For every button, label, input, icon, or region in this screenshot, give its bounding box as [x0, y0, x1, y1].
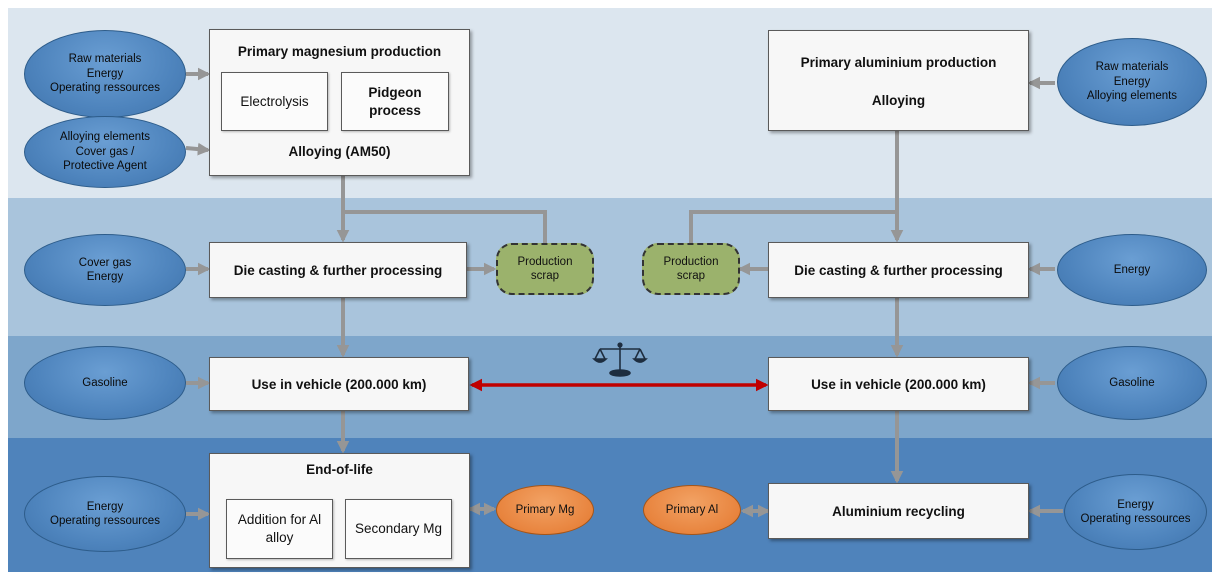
al-die-casting-box: Die casting & further processing — [768, 242, 1029, 298]
mg-primary-credit: Primary Mg — [496, 485, 594, 535]
input-mg-energy-eol-label: Energy Operating ressources — [50, 500, 160, 527]
input-al-raw-materials: Raw materials Energy Alloying elements — [1057, 38, 1207, 126]
mg-addition-al-alloy-label: Addition for Al alloy — [237, 512, 322, 545]
input-mg-cover-gas: Cover gas Energy — [24, 234, 186, 306]
al-alloying-label: Alloying — [871, 93, 926, 108]
mg-die-casting-box: Die casting & further processing — [209, 242, 467, 298]
mg-primary-production-title: Primary magnesium production — [237, 44, 442, 59]
mg-alloying-label: Alloying (AM50) — [288, 144, 391, 159]
mg-end-of-life-title: End-of-life — [306, 462, 373, 477]
input-mg-raw-materials: Raw materials Energy Operating ressource… — [24, 30, 186, 118]
input-al-energy: Energy — [1057, 234, 1207, 306]
al-primary-credit: Primary Al — [643, 485, 741, 535]
mg-primary-production-box: Primary magnesium production Electrolysi… — [209, 29, 470, 176]
al-use-in-vehicle-label: Use in vehicle (200.000 km) — [811, 376, 986, 392]
input-al-gasoline-label: Gasoline — [1109, 376, 1155, 389]
mg-electrolysis-label: Electrolysis — [240, 93, 309, 109]
input-mg-energy-eol: Energy Operating ressources — [24, 476, 186, 552]
mg-end-of-life-box: End-of-life Addition for Al alloy Second… — [209, 453, 470, 568]
input-mg-alloying-elements-label: Alloying elements Cover gas / Protective… — [59, 131, 151, 173]
mg-primary-credit-label: Primary Mg — [515, 504, 575, 516]
al-recycling-box: Aluminium recycling — [768, 483, 1029, 539]
al-die-casting-label: Die casting & further processing — [794, 262, 1003, 278]
al-production-scrap-label: Production scrap — [663, 255, 719, 282]
mg-use-in-vehicle-label: Use in vehicle (200.000 km) — [251, 376, 427, 392]
mg-use-in-vehicle-box: Use in vehicle (200.000 km) — [209, 357, 469, 411]
al-recycling-label: Aluminium recycling — [832, 503, 965, 519]
input-mg-alloying-elements: Alloying elements Cover gas / Protective… — [24, 116, 186, 188]
al-use-in-vehicle-box: Use in vehicle (200.000 km) — [768, 357, 1029, 411]
input-al-energy-recycling-label: Energy Operating ressources — [1080, 498, 1191, 525]
input-mg-cover-gas-label: Cover gas Energy — [78, 256, 132, 283]
al-primary-credit-label: Primary Al — [665, 504, 719, 516]
mg-pidgeon-box: Pidgeon process — [341, 72, 449, 131]
al-primary-production-box: Primary aluminium production Alloying — [768, 30, 1029, 131]
input-mg-raw-materials-label: Raw materials Energy Operating ressource… — [50, 53, 160, 95]
balance-scale-icon — [592, 342, 648, 377]
input-al-energy-label: Energy — [1113, 263, 1151, 276]
mg-pidgeon-label: Pidgeon process — [368, 84, 422, 118]
input-al-energy-recycling: Energy Operating ressources — [1064, 474, 1207, 550]
line-mg-branch-to-scrap — [343, 210, 547, 243]
mg-production-scrap: Production scrap — [496, 243, 594, 295]
mg-secondary-mg-box: Secondary Mg — [345, 499, 452, 559]
mg-die-casting-label: Die casting & further processing — [233, 262, 443, 278]
al-primary-production-title: Primary aluminium production — [800, 55, 997, 70]
input-al-raw-materials-label: Raw materials Energy Alloying elements — [1086, 61, 1178, 103]
input-mg-gasoline: Gasoline — [24, 346, 186, 420]
mg-secondary-mg-label: Secondary Mg — [354, 521, 443, 537]
input-al-gasoline: Gasoline — [1057, 346, 1207, 420]
arrow-mg-alloying-to-production — [185, 142, 211, 156]
mg-electrolysis-box: Electrolysis — [221, 72, 328, 131]
mg-addition-al-alloy-box: Addition for Al alloy — [226, 499, 333, 559]
input-mg-gasoline-label: Gasoline — [82, 376, 128, 389]
al-production-scrap: Production scrap — [642, 243, 740, 295]
line-al-branch-to-scrap — [689, 210, 897, 243]
mg-production-scrap-label: Production scrap — [517, 255, 573, 282]
